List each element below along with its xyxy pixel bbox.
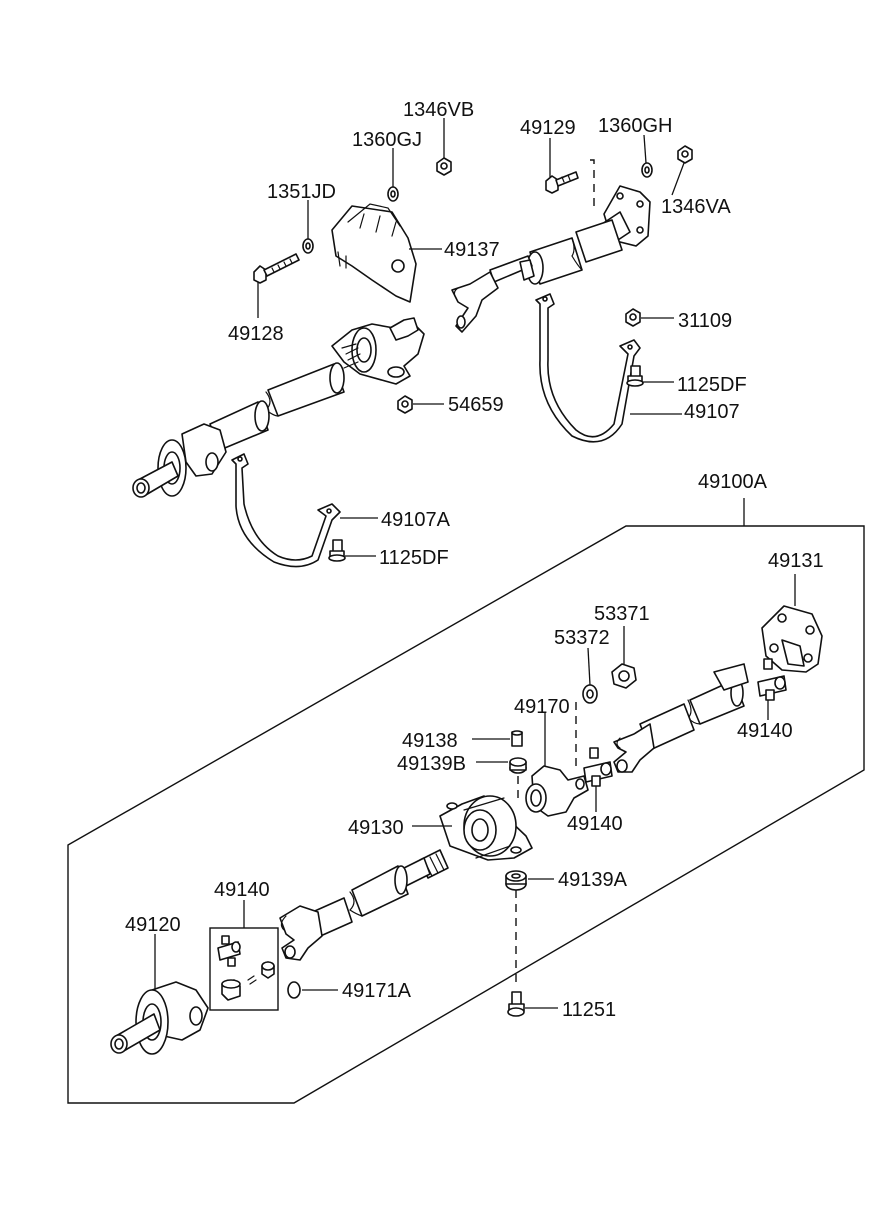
label-49140-right: 49140 — [737, 720, 793, 742]
nut-31109 — [625, 308, 641, 327]
cushion-49139a — [505, 870, 527, 891]
rear-shaft-front-yoke — [613, 723, 655, 773]
bolt-11251 — [507, 991, 525, 1017]
bracket-49137 — [331, 203, 417, 303]
label-54659: 54659 — [448, 394, 504, 416]
bolt-1125df-lower — [328, 539, 346, 562]
label-1360gj: 1360GJ — [352, 129, 422, 151]
front-shaft-yoke — [279, 905, 323, 961]
pin-49138 — [511, 730, 523, 747]
label-1346va: 1346VA — [661, 196, 731, 218]
label-31109: 31109 — [678, 310, 732, 332]
nut-54659 — [397, 395, 413, 414]
companion-yoke-49170 — [525, 765, 589, 817]
slip-yoke-49120 — [110, 981, 209, 1055]
label-1125df-upper: 1125DF — [677, 374, 747, 396]
label-49120: 49120 — [125, 914, 181, 936]
label-53371: 53371 — [594, 603, 650, 625]
alignment-dash-49129 — [590, 159, 595, 206]
bolt-49129 — [545, 171, 579, 194]
bolt-1125df-upper — [626, 365, 644, 387]
front-shaft-splined — [307, 849, 449, 939]
bolt-49128 — [253, 253, 300, 284]
strap-bracket-49107 — [535, 293, 641, 443]
leader-1346va — [671, 162, 685, 196]
nut-1346va — [677, 145, 693, 164]
nut-53371 — [611, 663, 637, 689]
rear-shaft-tube — [639, 663, 749, 751]
label-49137: 49137 — [444, 239, 500, 261]
label-49128: 49128 — [228, 323, 284, 345]
upper-shaft-tube — [489, 219, 623, 285]
upper-front-yoke — [451, 271, 499, 333]
label-1351jd: 1351JD — [267, 181, 336, 203]
nut-1346vb — [436, 157, 452, 176]
upper-center-bearing — [331, 317, 425, 385]
label-49131: 49131 — [768, 550, 824, 572]
strap-bracket-49107a — [231, 453, 341, 568]
washer-53372 — [582, 684, 598, 704]
label-49130: 49130 — [348, 817, 404, 839]
universal-joint-49140-right — [757, 658, 787, 701]
washer-1360gj — [387, 186, 399, 202]
label-49129: 49129 — [520, 117, 576, 139]
upper-front-tube — [209, 362, 345, 451]
label-49140-kit: 49140 — [214, 879, 270, 901]
label-49140-middle: 49140 — [567, 813, 623, 835]
washer-1360gh — [641, 162, 653, 178]
label-49138: 49138 — [402, 730, 458, 752]
label-1360gh: 1360GH — [598, 115, 673, 137]
label-1346vb: 1346VB — [403, 99, 474, 121]
universal-joint-49140-middle — [583, 747, 613, 787]
universal-joint-kit-49140 — [217, 935, 275, 1001]
cushion-49139b — [509, 757, 527, 774]
label-49139a: 49139A — [558, 869, 628, 891]
label-49170: 49170 — [514, 696, 570, 718]
label-49171a: 49171A — [342, 980, 412, 1002]
snap-ring-49171a — [287, 981, 301, 999]
label-1125df-lower: 1125DF — [379, 547, 449, 569]
label-49139b: 49139B — [397, 753, 466, 775]
flange-yoke-49131 — [761, 605, 823, 673]
washer-1351jd — [302, 238, 314, 254]
label-11251: 11251 — [562, 999, 616, 1021]
assembly-frame-49100a — [67, 525, 865, 1104]
label-49107: 49107 — [684, 401, 740, 423]
label-53372: 53372 — [554, 627, 610, 649]
leader-1360gh — [643, 134, 647, 164]
label-49107a: 49107A — [381, 509, 451, 531]
leader-53372 — [587, 647, 591, 686]
center-bearing-49130 — [439, 795, 533, 861]
upper-slip-yoke — [132, 423, 227, 498]
label-49100a: 49100A — [698, 471, 768, 493]
